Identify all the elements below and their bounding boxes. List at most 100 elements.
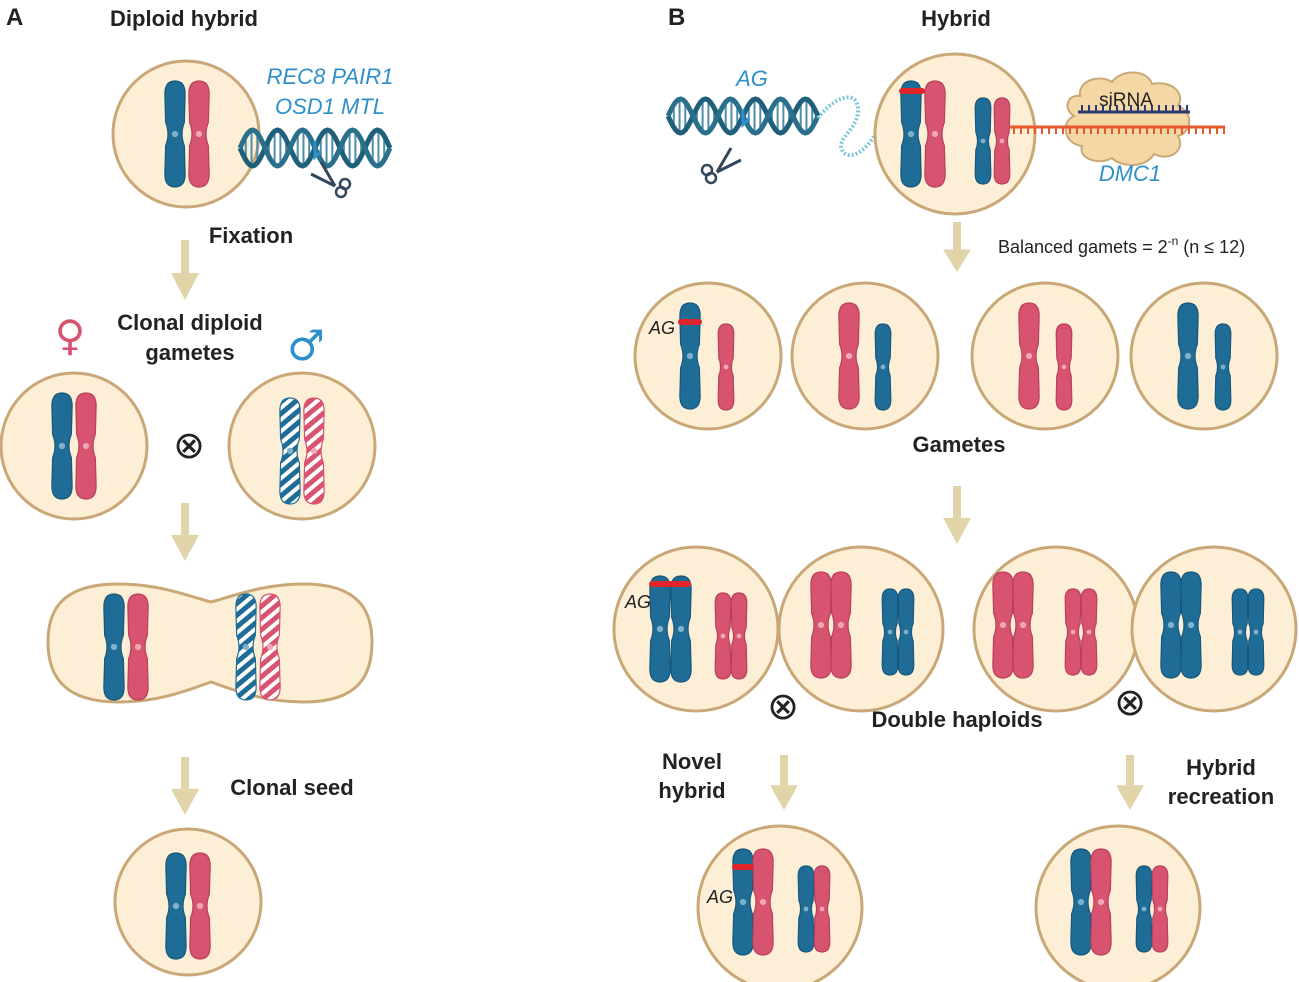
centromere [817, 621, 825, 629]
panel-b-letter: B [668, 4, 685, 31]
recreated-hybrid-cell [1034, 824, 1202, 982]
centromere [980, 138, 986, 144]
gamete-cell: AG [633, 281, 783, 431]
centromere [1097, 898, 1105, 906]
novel-hybrid-line-1: Novel [662, 749, 722, 774]
striped-chromosome-pair [235, 593, 281, 701]
male-gamete-cell [227, 371, 377, 521]
centromere [720, 633, 726, 639]
centromere [931, 130, 939, 138]
ag-marker [899, 88, 925, 94]
centromere [1019, 621, 1027, 629]
ag-label: AG [706, 887, 733, 907]
double-haploids-label: Double haploids [871, 707, 1042, 732]
male-symbol-icon: ♂ [287, 321, 325, 370]
striped-chromosome-pair [279, 397, 325, 505]
female-symbol-icon: ♀ [55, 311, 86, 360]
centromere [196, 902, 204, 910]
arrow-down-icon [171, 503, 199, 561]
chromosome-pair [165, 852, 211, 960]
centromere [1167, 621, 1175, 629]
novel-hybrid-cell: AG [696, 824, 864, 982]
centromere [1061, 364, 1067, 370]
clonal-gametes-line-2: gametes [145, 340, 234, 365]
centromere [837, 621, 845, 629]
centromere [286, 447, 294, 455]
clonal-seed-cell [113, 827, 263, 977]
centromere [656, 625, 664, 633]
centromere [58, 442, 66, 450]
gene-list-line-2: OSD1 MTL [275, 94, 385, 119]
centromere [171, 130, 179, 138]
centromere [759, 898, 767, 906]
centromere [903, 629, 909, 635]
centromere [723, 364, 729, 370]
centromere [845, 352, 853, 360]
arrow-down-icon [171, 240, 199, 300]
cross-symbol-icon: ⊗ [173, 423, 205, 467]
clonal-gametes-line-1: Clonal diploid [117, 310, 262, 335]
hybrid-recreation-line-2: recreation [1168, 784, 1274, 809]
double-haploid-cell [972, 545, 1140, 713]
gamete-cell [970, 281, 1120, 431]
centromere [1070, 629, 1076, 635]
gametes-label: Gametes [913, 432, 1006, 457]
dna-icon [665, 96, 821, 136]
centromere [242, 643, 250, 651]
ag-label: AG [648, 318, 675, 338]
sirna-label: siRNA [1099, 90, 1153, 111]
cross-symbol-icon: ⊗ [1114, 680, 1146, 724]
centromere [134, 643, 142, 651]
chromosome-pair [51, 392, 97, 500]
zygote-cell [46, 582, 374, 704]
dna-icon [237, 127, 393, 169]
scissors-icon [310, 161, 352, 199]
gamete-cell [790, 281, 940, 431]
centromere [195, 130, 203, 138]
chromosome-pair [164, 80, 210, 188]
panel-a-title: Diploid hybrid [110, 6, 258, 31]
cross-symbol-icon: ⊗ [767, 684, 799, 728]
gene-dmc1-label: DMC1 [1099, 161, 1161, 186]
centromere [1253, 629, 1259, 635]
dna-strand-icon [816, 95, 884, 158]
centromere [999, 138, 1005, 144]
panel-b-title: Hybrid [921, 6, 991, 31]
hybrid-recreation-line-1: Hybrid [1186, 755, 1256, 780]
centromere [686, 352, 694, 360]
centromere [172, 902, 180, 910]
centromere [1187, 621, 1195, 629]
centromere [1025, 352, 1033, 360]
arrow-down-icon [943, 486, 971, 544]
arrow-down-icon [1116, 755, 1144, 810]
centromere [266, 643, 274, 651]
centromere [310, 447, 318, 455]
centromere [1184, 352, 1192, 360]
step-clonal-seed-label: Clonal seed [230, 775, 353, 800]
gamete-cell [1129, 281, 1279, 431]
centromere [677, 625, 685, 633]
gene-list-line-1: REC8 PAIR1 [267, 64, 394, 89]
small-chromosome-pair [974, 97, 1011, 185]
female-gamete-cell [0, 371, 149, 521]
arrow-down-icon [943, 222, 971, 272]
centromere [999, 621, 1007, 629]
chromosome-pair [900, 80, 946, 188]
centromere [82, 442, 90, 450]
centromere [819, 906, 825, 912]
centromere [907, 130, 915, 138]
panel-a-letter: A [6, 4, 23, 31]
centromere [1086, 629, 1092, 635]
ag-marker [678, 319, 702, 325]
double-haploid-cell [1130, 545, 1298, 713]
ag-marker [732, 864, 754, 870]
centromere [1220, 364, 1226, 370]
diploid-hybrid-cell [111, 59, 261, 209]
arrow-down-icon [770, 755, 798, 810]
hybrid-cell [873, 52, 1037, 216]
ag-label: AG [624, 592, 651, 612]
centromere [880, 364, 886, 370]
double-haploid-cell: AG [612, 545, 780, 713]
panel-a: A Diploid hybrid REC8 PAIR1 OSD1 MTL Fix… [0, 4, 394, 977]
centromere [887, 629, 893, 635]
